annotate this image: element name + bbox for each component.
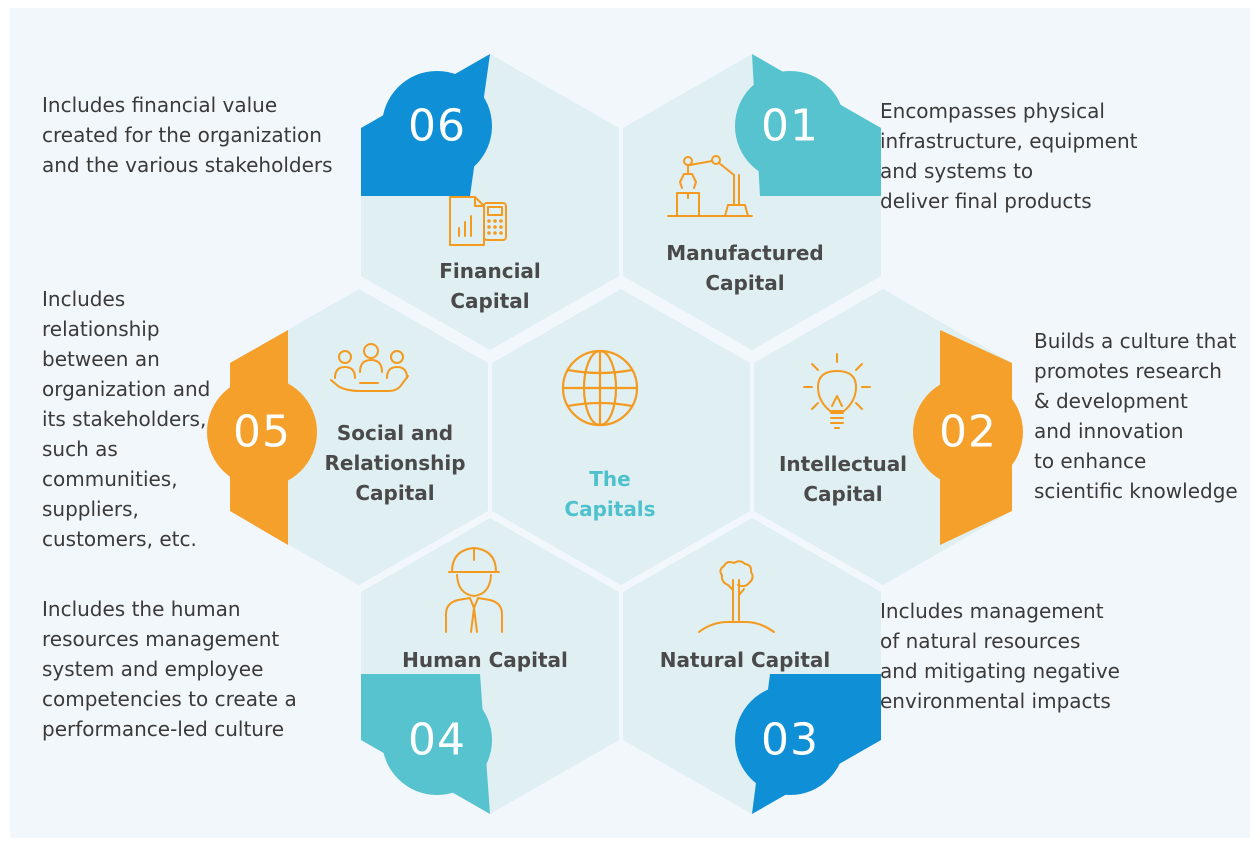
hexagon-social xyxy=(230,289,488,585)
financial-desc-line: Includes financial value xyxy=(42,93,278,117)
social-desc-line: between an xyxy=(42,347,160,371)
natural-desc-line: of natural resources xyxy=(880,629,1081,653)
badge-02-circle xyxy=(913,377,1023,487)
badge-06-circle xyxy=(382,71,492,181)
center-title-line1: The xyxy=(589,467,631,491)
social-desc-line: Includes relationship xyxy=(42,287,160,341)
financial-title-line1: Financial xyxy=(439,259,541,283)
human-desc-line: resources management xyxy=(42,627,280,651)
financial-desc-line: created for the organization xyxy=(42,123,322,147)
manufactured-title-line1: Manufactured xyxy=(666,241,824,265)
financial-description: Includes financial value created for the… xyxy=(42,90,362,180)
financial-document-icon xyxy=(449,196,507,246)
natural-description: Includes management of natural resources… xyxy=(880,596,1200,716)
badge-01-number: 01 xyxy=(761,101,819,152)
intellectual-title-line1: Intellectual xyxy=(778,452,908,476)
social-title-line1: Social and xyxy=(336,421,454,445)
financial-desc-line: and the various stakeholders xyxy=(42,153,333,177)
human-title-line1: Human Capital xyxy=(402,648,568,672)
social-title-line3: Capital xyxy=(355,481,435,505)
lightbulb-icon xyxy=(803,353,871,429)
social-desc-line: customers, etc. xyxy=(42,527,197,551)
center-title: The Capitals xyxy=(550,464,670,524)
social-desc-line: its stakeholders, xyxy=(42,407,207,431)
tree-icon xyxy=(698,560,775,633)
manufactured-desc-line: and systems to xyxy=(880,159,1034,183)
social-title-line2: Relationship xyxy=(324,451,466,475)
manufactured-desc-line: deliver final products xyxy=(880,189,1092,213)
center-title-line2: Capitals xyxy=(564,497,656,521)
human-desc-line: performance-led culture xyxy=(42,717,285,741)
intellectual-desc-line: promotes research xyxy=(1034,359,1222,383)
social-desc-line: organization and xyxy=(42,377,211,401)
badge-04-number: 04 xyxy=(408,715,466,766)
badge-05-circle xyxy=(207,377,317,487)
intellectual-title-line2: Capital xyxy=(803,482,883,506)
badge-01-circle xyxy=(735,71,845,181)
badge-06-number: 06 xyxy=(408,101,466,152)
manufactured-desc-line: Encompasses physical xyxy=(880,99,1105,123)
financial-title-line2: Capital xyxy=(450,289,530,313)
intellectual-description: Builds a culture that promotes research … xyxy=(1034,326,1256,506)
natural-desc-line: Includes management xyxy=(880,599,1104,623)
globe-icon xyxy=(561,349,639,427)
hexagon-center xyxy=(492,289,750,585)
intellectual-desc-line: to enhance xyxy=(1034,449,1147,473)
badge-05-number: 05 xyxy=(233,407,291,458)
social-desc-line: suppliers, xyxy=(42,497,139,521)
human-desc-line: competencies to create a xyxy=(42,687,297,711)
intellectual-desc-line: scientific knowledge xyxy=(1034,479,1238,503)
intellectual-desc-line: Builds a culture that xyxy=(1034,329,1237,353)
manufactured-desc-line: infrastructure, equipment xyxy=(880,129,1138,153)
social-desc-line: communities, xyxy=(42,467,178,491)
social-capital-title: Social and Relationship Capital xyxy=(310,418,480,508)
human-description: Includes the human resources management … xyxy=(42,594,352,744)
badge-03-circle xyxy=(735,685,845,795)
human-desc-line: Includes the human xyxy=(42,597,241,621)
intellectual-capital-title: Intellectual Capital xyxy=(763,449,923,509)
social-description: Includes relationship between an organiz… xyxy=(42,284,242,554)
human-desc-line: system and employee xyxy=(42,657,264,681)
manufactured-capital-title: Manufactured Capital xyxy=(655,238,835,298)
natural-title-line1: Natural Capital xyxy=(659,648,831,672)
people-hand-icon xyxy=(330,343,409,392)
manufactured-title-line2: Capital xyxy=(705,271,785,295)
intellectual-desc-line: and innovation xyxy=(1034,419,1184,443)
natural-desc-line: and mitigating negative xyxy=(880,659,1120,683)
badge-04-circle xyxy=(382,685,492,795)
badge-02-number: 02 xyxy=(939,407,997,458)
robotic-arm-icon xyxy=(667,155,753,217)
badge-03-number: 03 xyxy=(761,715,819,766)
engineer-icon xyxy=(445,547,503,633)
manufactured-description: Encompasses physical infrastructure, equ… xyxy=(880,96,1180,216)
financial-capital-title: Financial Capital xyxy=(410,256,570,316)
human-capital-title: Human Capital xyxy=(390,645,580,675)
intellectual-desc-line: & development xyxy=(1034,389,1188,413)
social-desc-line: such as xyxy=(42,437,118,461)
natural-capital-title: Natural Capital xyxy=(650,645,840,675)
natural-desc-line: environmental impacts xyxy=(880,689,1111,713)
